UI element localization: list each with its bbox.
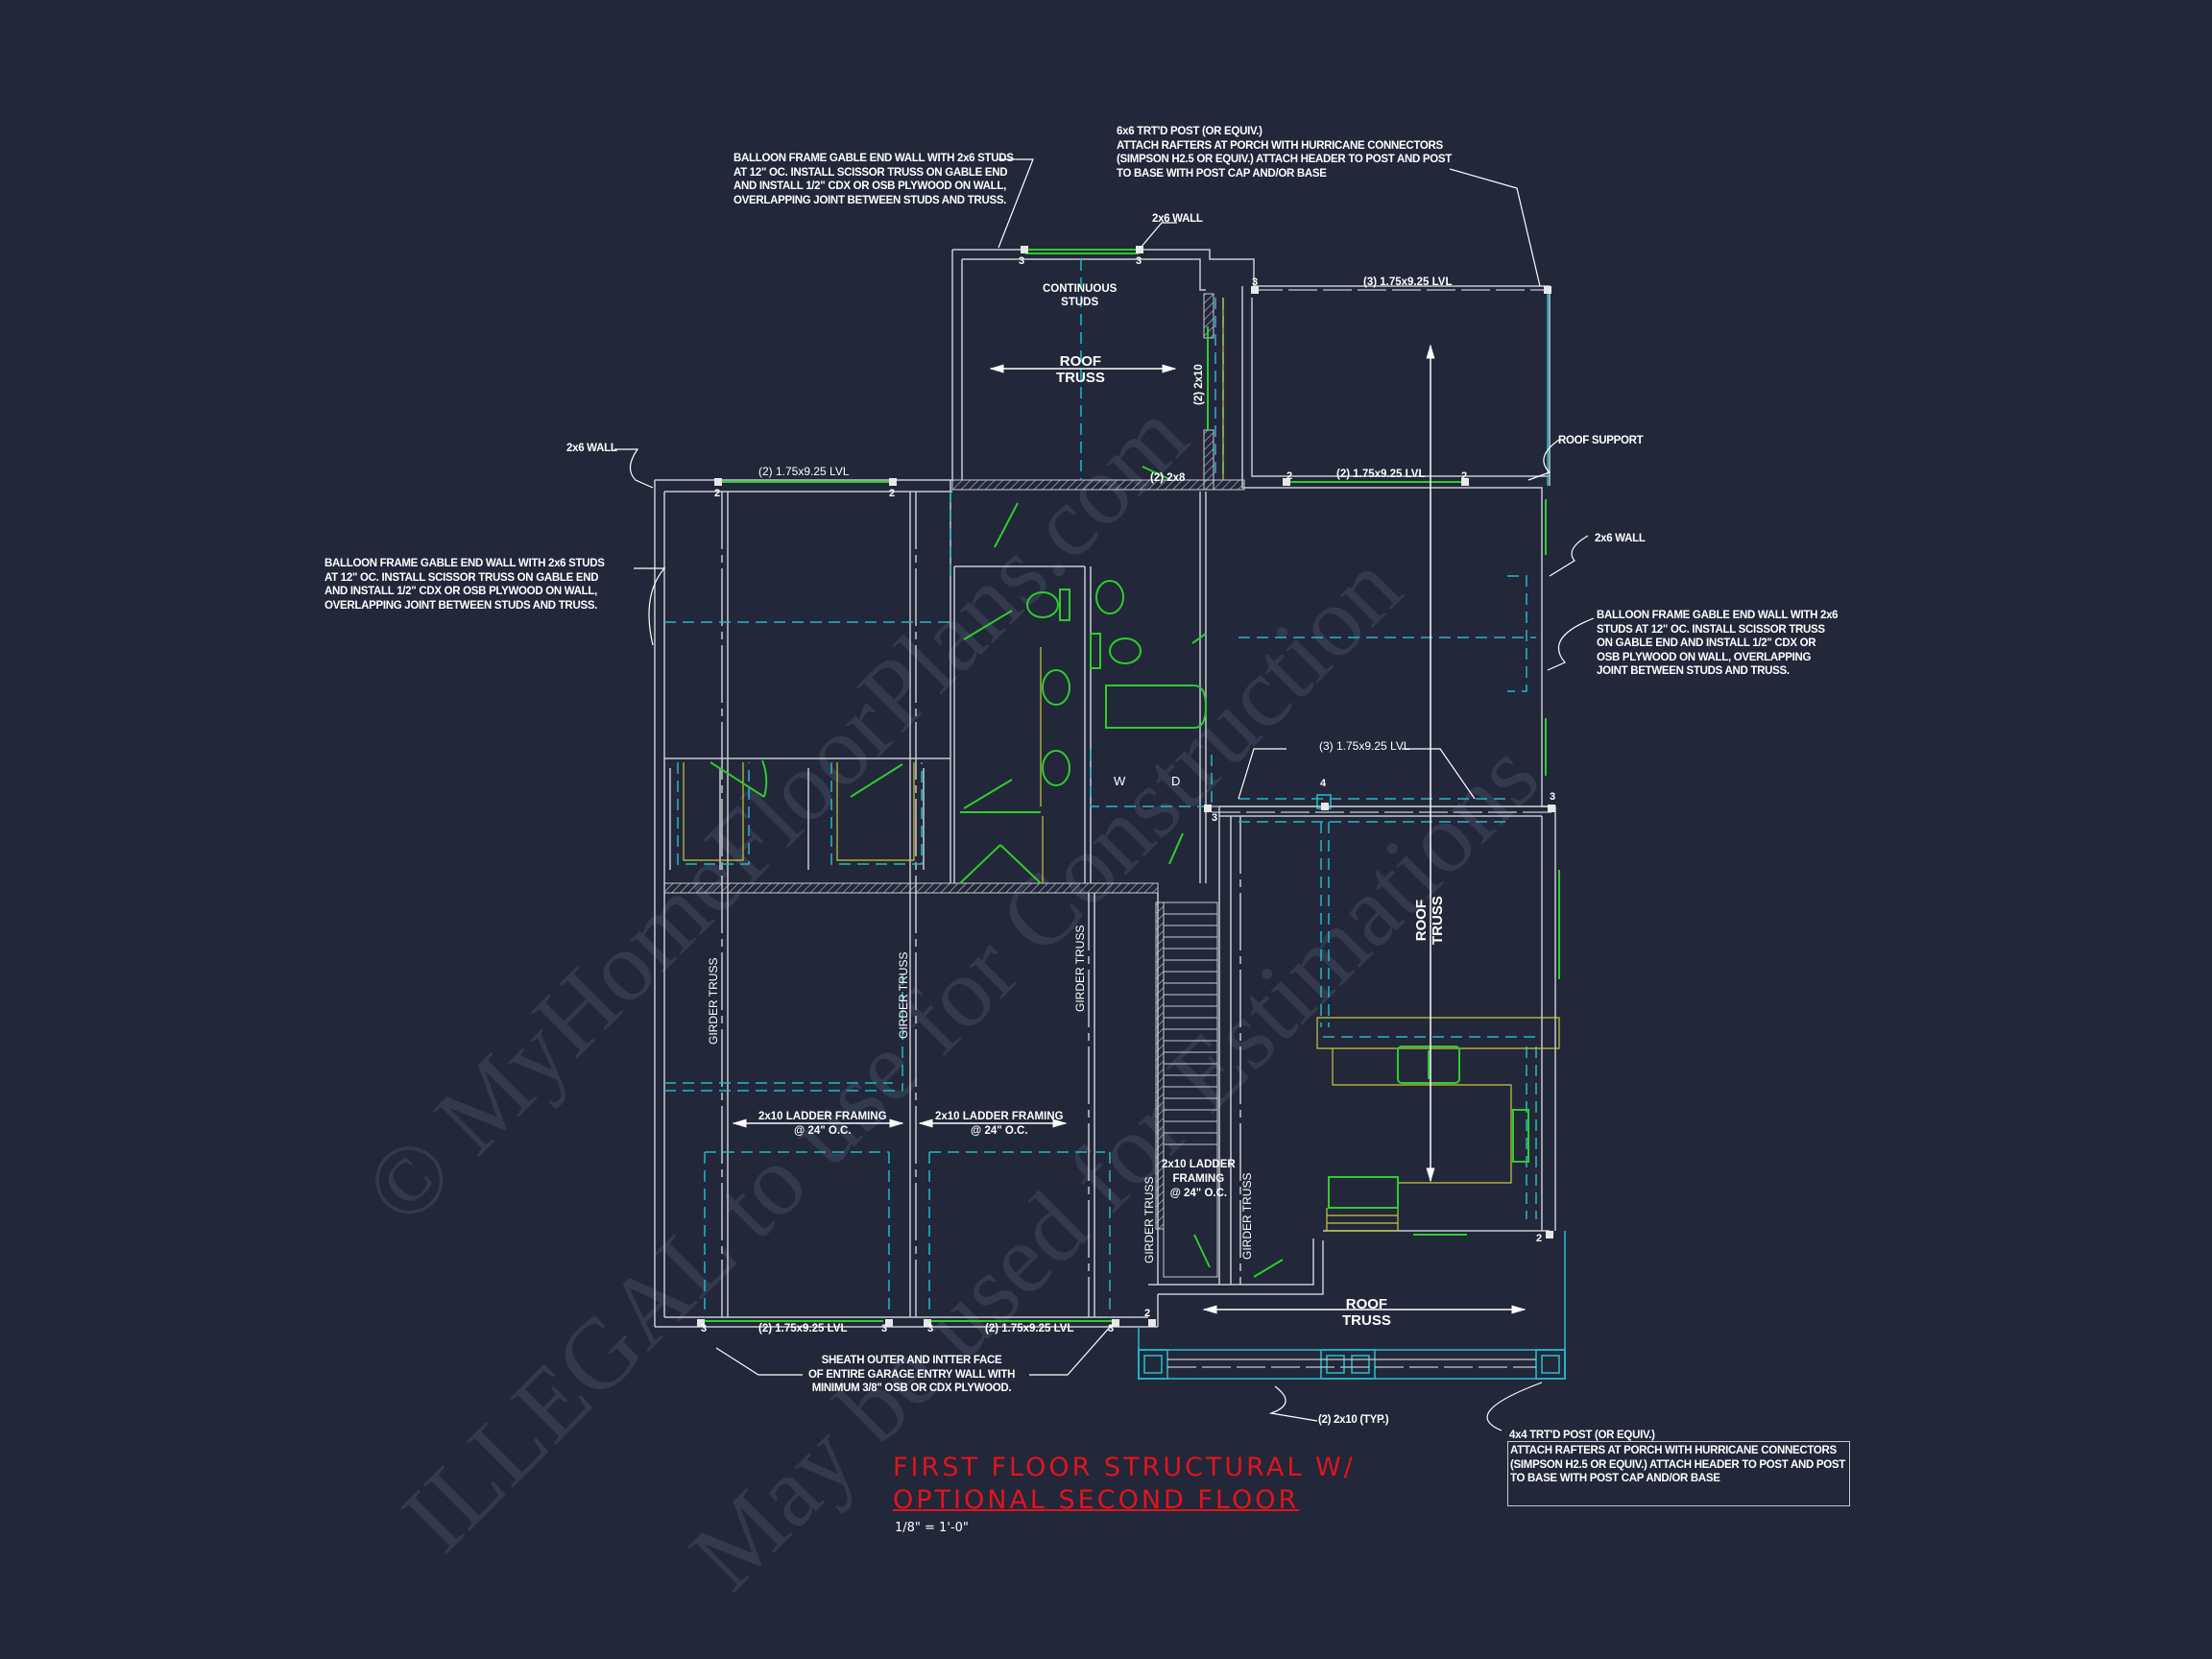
post-mark: 2 bbox=[1144, 1308, 1151, 1319]
label-continuous-studs: CONTINUOUS STUDS bbox=[1043, 283, 1118, 308]
label-header-2x10: (2) 2x10 bbox=[1193, 364, 1205, 405]
span-arrows bbox=[732, 344, 1527, 1314]
post-mark: 2 bbox=[889, 488, 896, 499]
label-girder-truss-4: GIRDER TRUSS bbox=[1142, 1176, 1156, 1263]
label-girder-truss-3: GIRDER TRUSS bbox=[1073, 925, 1087, 1012]
note-right-gable-end-wall: BALLOON FRAME GABLE END WALL WITH 2x6 ST… bbox=[1597, 610, 1839, 677]
note-porch-beam: (2) 2x10 (TYP.) bbox=[1318, 1414, 1389, 1426]
post-mark: 2 bbox=[1286, 470, 1293, 482]
label-girder-truss-5: GIRDER TRUSS bbox=[1240, 1172, 1254, 1260]
label-ladder-framing-left: 2x10 LADDER FRAMING @ 24" O.C. bbox=[758, 1111, 887, 1137]
label-ladder-framing-mid: 2x10 LADDER FRAMING @ 24" O.C. bbox=[935, 1111, 1064, 1137]
label-roof-truss-porch: ROOF TRUSS bbox=[1342, 1296, 1391, 1329]
label-lvl-garage-right: (2) 1.75x9.25 LVL bbox=[985, 1323, 1074, 1334]
label-ladder-framing-stair: 2x10 LADDER FRAMING @ 24" O.C. bbox=[1162, 1159, 1236, 1199]
note-left-2x6-wall: 2x6 WALL bbox=[566, 443, 617, 454]
drawing-title-line2: OPTIONAL SECOND FLOOR bbox=[893, 1485, 1300, 1515]
label-girder-truss-2: GIRDER TRUSS bbox=[897, 951, 910, 1039]
drawing-title-line1: FIRST FLOOR STRUCTURAL W/ bbox=[893, 1453, 1356, 1482]
post-mark: 3 bbox=[1550, 791, 1556, 803]
stairs bbox=[1163, 902, 1218, 1278]
note-4x4-post-title: 4x4 TRT'D POST (OR EQUIV.) bbox=[1509, 1430, 1655, 1441]
porch-beam bbox=[1167, 289, 1555, 1368]
label-roof-truss-right: ROOF TRUSS bbox=[1413, 896, 1446, 945]
post-mark: 3 bbox=[927, 1323, 934, 1334]
post-mark: 3 bbox=[1212, 812, 1218, 824]
note-6x6-post: 6x6 TRT'D POST (OR EQUIV.) ATTACH RAFTER… bbox=[1117, 126, 1452, 180]
porch-posts bbox=[1138, 288, 1566, 1380]
leader-lines bbox=[614, 158, 1595, 1431]
post-mark: 2 bbox=[1536, 1233, 1543, 1244]
note-top-gable-end-wall: BALLOON FRAME GABLE END WALL WITH 2x6 ST… bbox=[733, 153, 1014, 206]
post-mark: 3 bbox=[1252, 276, 1259, 288]
post-blocks bbox=[697, 246, 1555, 1327]
note-4x4-post-box: ATTACH RAFTERS AT PORCH WITH HURRICANE C… bbox=[1507, 1441, 1850, 1506]
drawing-title: FIRST FLOOR STRUCTURAL W/ OPTIONAL SECON… bbox=[893, 1452, 1356, 1517]
label-header-2x8: (2) 2x8 bbox=[1150, 472, 1186, 484]
exterior-walls bbox=[654, 249, 1556, 1328]
label-lvl-great-room: (2) 1.75x9.25 LVL bbox=[1336, 469, 1426, 480]
post-mark: 2 bbox=[714, 488, 721, 499]
post-mark: 3 bbox=[1136, 255, 1142, 267]
note-right-2x6-wall: 2x6 WALL bbox=[1595, 533, 1646, 544]
second-floor-dashed-lines bbox=[664, 259, 1537, 1317]
label-lvl-garage-left: (2) 1.75x9.25 LVL bbox=[758, 1323, 848, 1334]
post-mark: 3 bbox=[881, 1323, 888, 1334]
label-washer: W bbox=[1114, 774, 1126, 788]
label-lvl-top-right: (3) 1.75x9.25 LVL bbox=[1363, 276, 1453, 288]
label-girder-truss-1: GIRDER TRUSS bbox=[707, 957, 720, 1045]
drawing-scale: 1/8" = 1'-0" bbox=[895, 1521, 969, 1535]
windows-and-fixtures bbox=[701, 249, 1560, 1322]
post-mark: 4 bbox=[1320, 778, 1327, 789]
note-top-2x6-wall: 2x6 WALL bbox=[1152, 213, 1203, 225]
label-lvl-mid: (3) 1.75x9.25 LVL bbox=[1319, 739, 1410, 753]
note-sheath-garage-wall: SHEATH OUTER AND INTTER FACE OF ENTIRE G… bbox=[808, 1355, 1016, 1394]
note-roof-support: ROOF SUPPORT bbox=[1558, 435, 1644, 446]
post-mark: 3 bbox=[701, 1323, 708, 1334]
label-lvl-bedroom: (2) 1.75x9.25 LVL bbox=[758, 465, 850, 478]
post-mark: 3 bbox=[1019, 255, 1025, 267]
label-dryer: D bbox=[1171, 774, 1181, 788]
post-mark: 2 bbox=[1461, 470, 1468, 482]
label-roof-truss-top: ROOF TRUSS bbox=[1056, 353, 1105, 386]
note-left-gable-end-wall: BALLOON FRAME GABLE END WALL WITH 2x6 ST… bbox=[325, 558, 605, 612]
post-mark: 3 bbox=[1108, 1323, 1115, 1334]
